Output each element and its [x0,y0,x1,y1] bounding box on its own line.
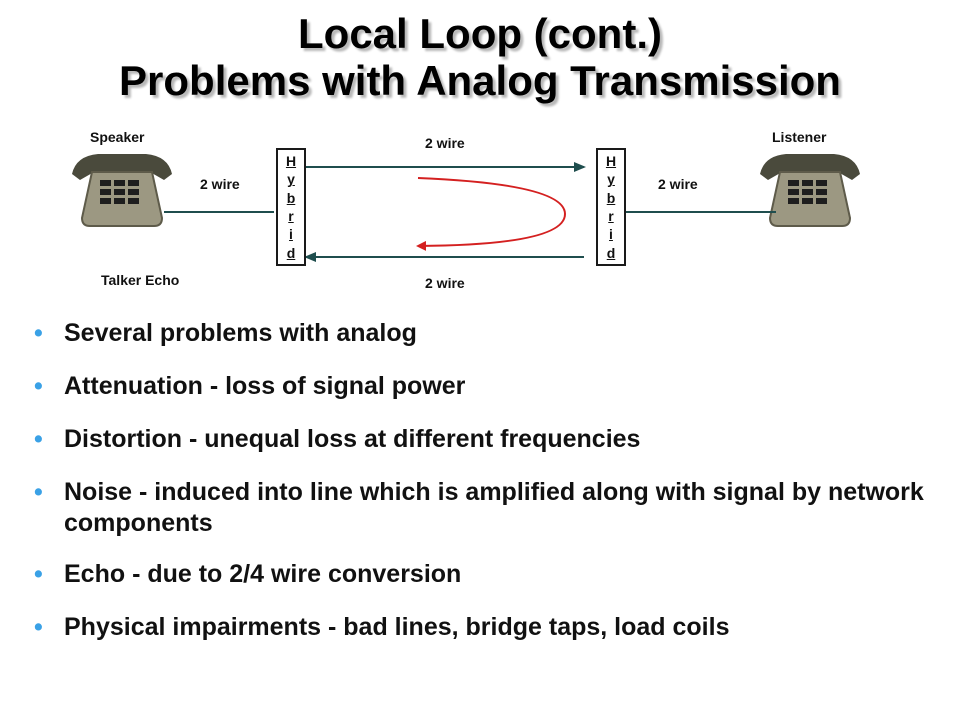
bullet-item: • Noise - induced into line which is ampl… [34,477,934,539]
bullet-text: Physical impairments - bad lines, bridge… [64,613,730,641]
bullet-text: Noise - induced into line which is ampli… [64,478,924,537]
bullet-item: • Attenuation - loss of signal power [34,371,934,402]
bullet-list: • Several problems with analog • Attenuati… [34,318,934,665]
left-hybrid-letter: b [286,189,296,206]
right-hybrid-letter: y [607,171,615,188]
bullet-text: Attenuation - loss of signal power [64,372,466,400]
bullet-item: • Echo - due to 2/4 wire conversion [34,559,934,590]
slide-title: Local Loop (cont.) Problems with Analog … [0,10,960,104]
left-hybrid-letter: r [288,208,294,225]
right-hybrid-letter: i [609,226,613,243]
listener-label: Listener [772,129,827,145]
diagram-lines [72,154,860,262]
right-hybrid-letter: d [606,244,616,261]
right-hybrid-letter: H [605,153,617,170]
left-hybrid-letter: H [285,153,297,170]
right-hybrid-box: H y b r i d [596,148,626,266]
right-wire-label: 2 wire [658,176,698,192]
bullet-item: • Several problems with analog [34,318,934,349]
left-hybrid-letter: y [287,171,295,188]
top-wire-label: 2 wire [425,135,465,151]
bullet-dot-icon: • [34,372,43,400]
speaker-phone-icon [72,154,172,227]
bullet-text: Several problems with analog [64,319,417,347]
slide-title-line-1: Local Loop (cont.) [298,10,662,57]
bottom-wire-label: 2 wire [425,275,465,291]
bullet-item: • Physical impairments - bad lines, bridg… [34,612,934,643]
talker-echo-label: Talker Echo [101,272,180,288]
right-hybrid-letter: b [606,189,616,206]
right-hybrid-letter: r [608,208,614,225]
slide-title-line-2: Problems with Analog Transmission [119,57,841,104]
left-hybrid-letter: d [286,244,296,261]
left-hybrid-box: H y b r i d [276,148,306,266]
bullet-text: Echo - due to 2/4 wire conversion [64,560,462,588]
speaker-label: Speaker [90,129,145,145]
echo-arrow [416,177,567,251]
bullet-dot-icon: • [34,560,43,588]
bullet-dot-icon: • [34,425,43,453]
bullet-item: • Distortion - unequal loss at different … [34,424,934,455]
bullet-dot-icon: • [34,478,43,506]
bullet-dot-icon: • [34,319,43,347]
bullet-text: Distortion - unequal loss at different f… [64,425,641,453]
bullet-dot-icon: • [34,613,43,641]
left-wire-label: 2 wire [200,176,240,192]
left-hybrid-letter: i [289,226,293,243]
listener-phone-icon [760,154,860,227]
echo-diagram: Speaker Listener 2 wire 2 wire 2 wire 2 … [0,118,960,308]
